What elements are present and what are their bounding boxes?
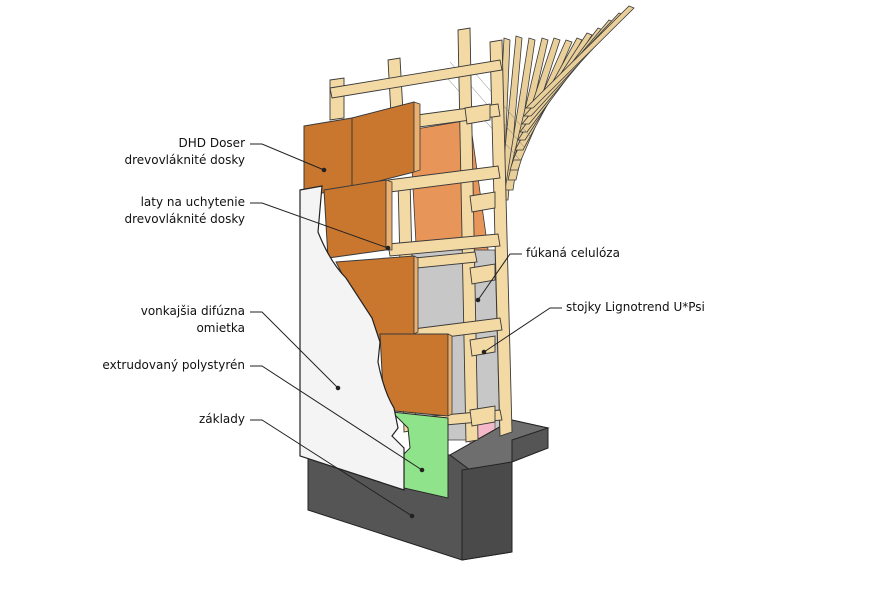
label-celuloza: fúkaná celulóza	[526, 245, 620, 262]
label-polystyren-line1: extrudovaný polystyrén	[102, 358, 245, 372]
label-polystyren: extrudovaný polystyrén	[102, 357, 245, 374]
label-omietka-line2: omietka	[196, 321, 245, 335]
label-dhd-doser-line1: DHD Doser	[178, 136, 245, 150]
label-celuloza-line1: fúkaná celulóza	[526, 246, 620, 260]
label-laty-line1: laty na uchytenie	[140, 195, 245, 209]
label-zaklady-line1: základy	[198, 412, 245, 426]
label-zaklady: základy	[199, 411, 245, 428]
label-dhd-doser-line2: drevovláknité dosky	[124, 153, 245, 167]
leader-lines	[250, 143, 562, 519]
board-edges	[385, 101, 453, 417]
label-laty-line2: drevovláknité dosky	[124, 212, 245, 226]
roof-rafters	[494, 5, 635, 201]
label-stojky: stojky Lignotrend U*Psi	[566, 299, 705, 316]
label-laty: laty na uchytenie drevovláknité dosky	[124, 194, 245, 228]
label-stojky-line1: stojky Lignotrend U*Psi	[566, 300, 705, 314]
label-dhd-doser: DHD Doser drevovláknité dosky	[124, 135, 245, 169]
external-render	[299, 185, 405, 491]
label-omietka: vonkajšia difúzna omietka	[141, 303, 245, 337]
wood-fibre-boards	[303, 101, 449, 417]
label-omietka-line1: vonkajšia difúzna	[140, 304, 245, 318]
